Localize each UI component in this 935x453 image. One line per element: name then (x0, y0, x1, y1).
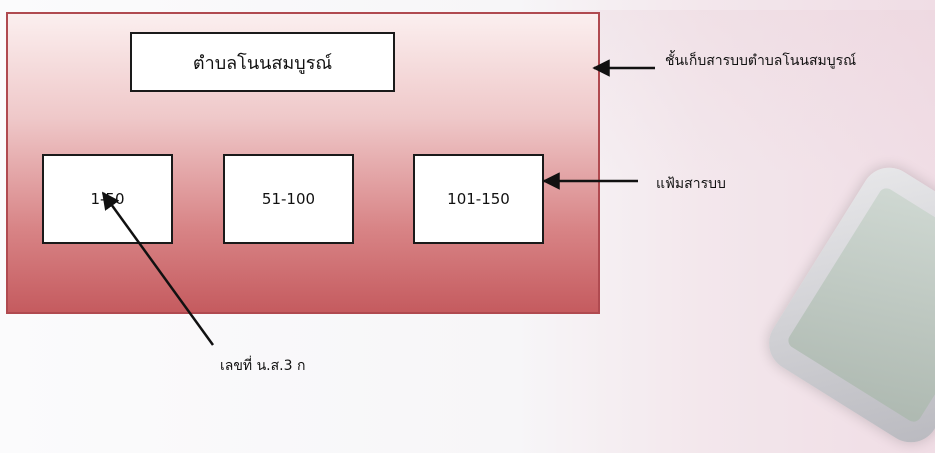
folder-box-3: 101-150 (413, 154, 544, 244)
folder-range-3: 101-150 (447, 190, 510, 208)
number-label: เลขที่ น.ส.3 ก (220, 358, 306, 374)
folder-box-2: 51-100 (223, 154, 354, 244)
arrows-layer (101, 59, 655, 346)
folder-label: แฟ้มสารบบ (656, 176, 726, 192)
arrow-to-number (101, 191, 215, 346)
shelf-title-box: ตำบลโนนสมบูรณ์ (130, 32, 395, 92)
folder-range-2: 51-100 (261, 190, 316, 208)
shelf-panel: ตำบลโนนสมบูรณ์ 1-50 51-100 101-150 (6, 12, 600, 314)
shelf-label: ชั้นเก็บสารบบตำบลโนนสมบูรณ์ (665, 53, 857, 69)
shelf-title: ตำบลโนนสมบูรณ์ (192, 52, 333, 74)
